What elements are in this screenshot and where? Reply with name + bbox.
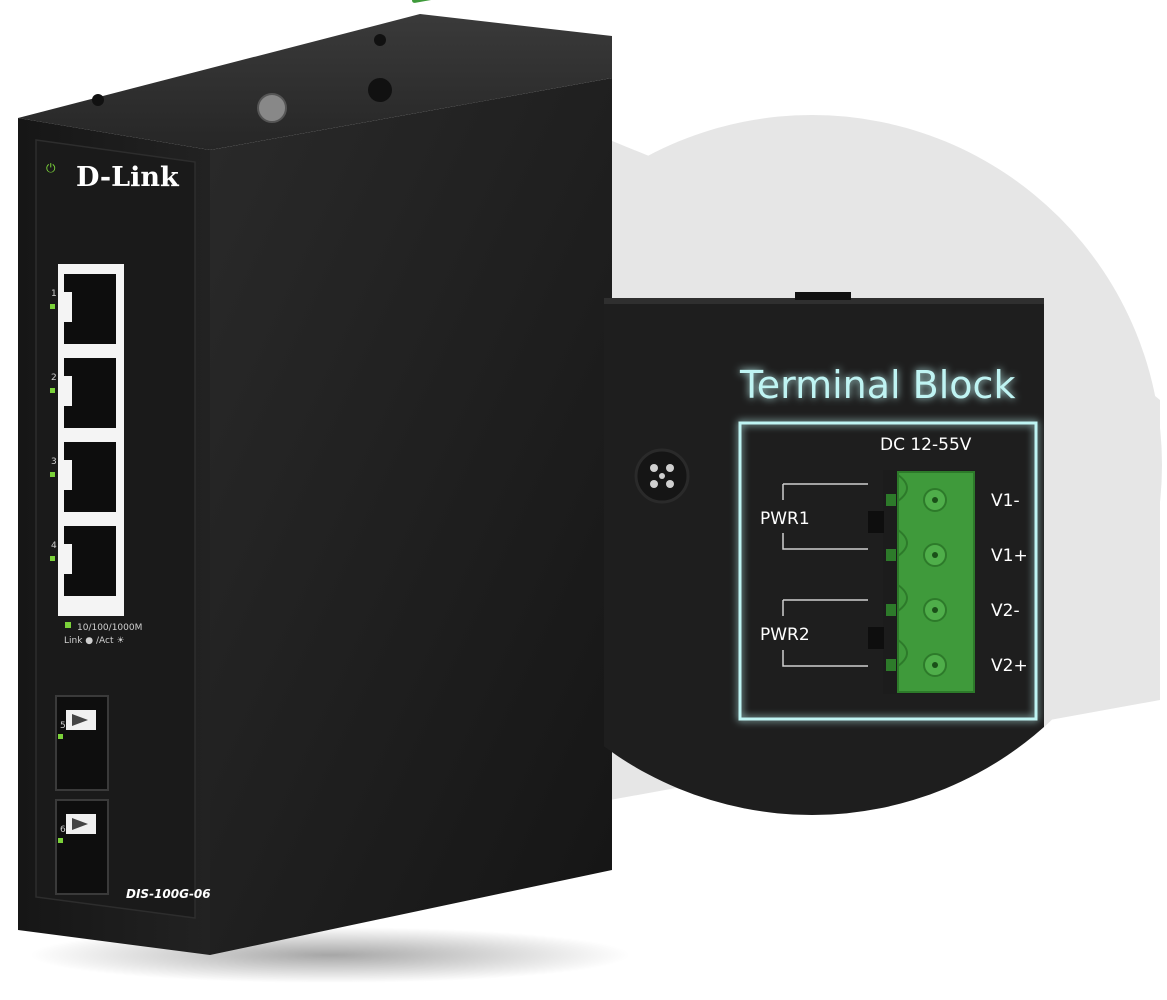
terminal-ridge	[897, 529, 908, 557]
terminal-ridge	[897, 584, 908, 612]
pwr2-tab	[868, 627, 884, 649]
port-number: 6	[60, 825, 66, 835]
top-hole-icon	[92, 94, 104, 106]
pwr1-bracket	[782, 483, 868, 550]
terminal-ridge	[897, 474, 908, 502]
pwr-group-label: PWR2	[760, 625, 810, 645]
terminal-screw-center-icon	[932, 497, 938, 503]
power-icon: ⏻	[46, 161, 56, 175]
rj45-port	[64, 358, 116, 428]
port-number: 4	[51, 541, 57, 551]
zoom-device-top-edge	[604, 298, 1044, 304]
rj45-port	[64, 442, 116, 512]
port-led-icon	[50, 388, 55, 393]
terminal-screw-center-icon	[932, 662, 938, 668]
speed-led-icon	[65, 622, 71, 628]
port-number: 1	[51, 289, 57, 299]
terminal-screw-center-icon	[932, 552, 938, 558]
ground-screw-icon	[257, 93, 287, 123]
device-side-face	[210, 78, 612, 955]
sfp-arrow-icon	[72, 714, 88, 726]
pin-label: V2-	[991, 601, 1020, 621]
port-number: 3	[51, 457, 57, 467]
port-led-icon	[58, 734, 63, 739]
sfp-arrow-icon	[72, 818, 88, 830]
terminal-pin	[886, 549, 896, 561]
terminal-pin	[886, 604, 896, 616]
rj45-port	[64, 274, 116, 344]
rj45-latch	[64, 544, 72, 574]
pin-label: V1+	[991, 546, 1028, 566]
top-hole-icon	[368, 78, 392, 102]
pwr2-bracket	[782, 599, 868, 667]
zoom-nub	[795, 292, 851, 300]
port-led-icon	[50, 304, 55, 309]
rj45-latch	[64, 292, 72, 322]
port-led-icon	[50, 472, 55, 477]
screw-cross-icon	[650, 464, 674, 488]
rj45-port	[64, 526, 116, 596]
terminal-block-small	[412, 0, 502, 3]
terminal-highlight-box	[738, 421, 1038, 721]
port-number: 5	[60, 721, 66, 731]
pin-label: V2+	[991, 656, 1028, 676]
pwr-group-label: PWR1	[760, 509, 810, 529]
model-name: DIS-100G-06	[126, 887, 211, 901]
device-top-face	[18, 14, 612, 150]
top-hole-icon	[374, 34, 386, 46]
terminal-ridge	[897, 639, 908, 667]
terminal-pin	[886, 494, 896, 506]
pin-label: V1-	[991, 491, 1020, 511]
speed-label: 10/100/1000M	[77, 623, 142, 633]
terminal-pin	[886, 659, 896, 671]
pwr1-tab	[868, 511, 884, 533]
voltage-label: DC 12-55V	[880, 435, 972, 455]
terminal-screw-center-icon	[932, 607, 938, 613]
port-led-icon	[50, 556, 55, 561]
port-led-icon	[58, 838, 63, 843]
rj45-latch	[64, 376, 72, 406]
rj45-latch	[64, 460, 72, 490]
port-number: 2	[51, 373, 57, 383]
callout-title: Terminal Block	[739, 363, 1015, 407]
legend-label: Link ● /Act ☀	[64, 636, 124, 646]
brand-logo: D-Link	[76, 162, 180, 193]
